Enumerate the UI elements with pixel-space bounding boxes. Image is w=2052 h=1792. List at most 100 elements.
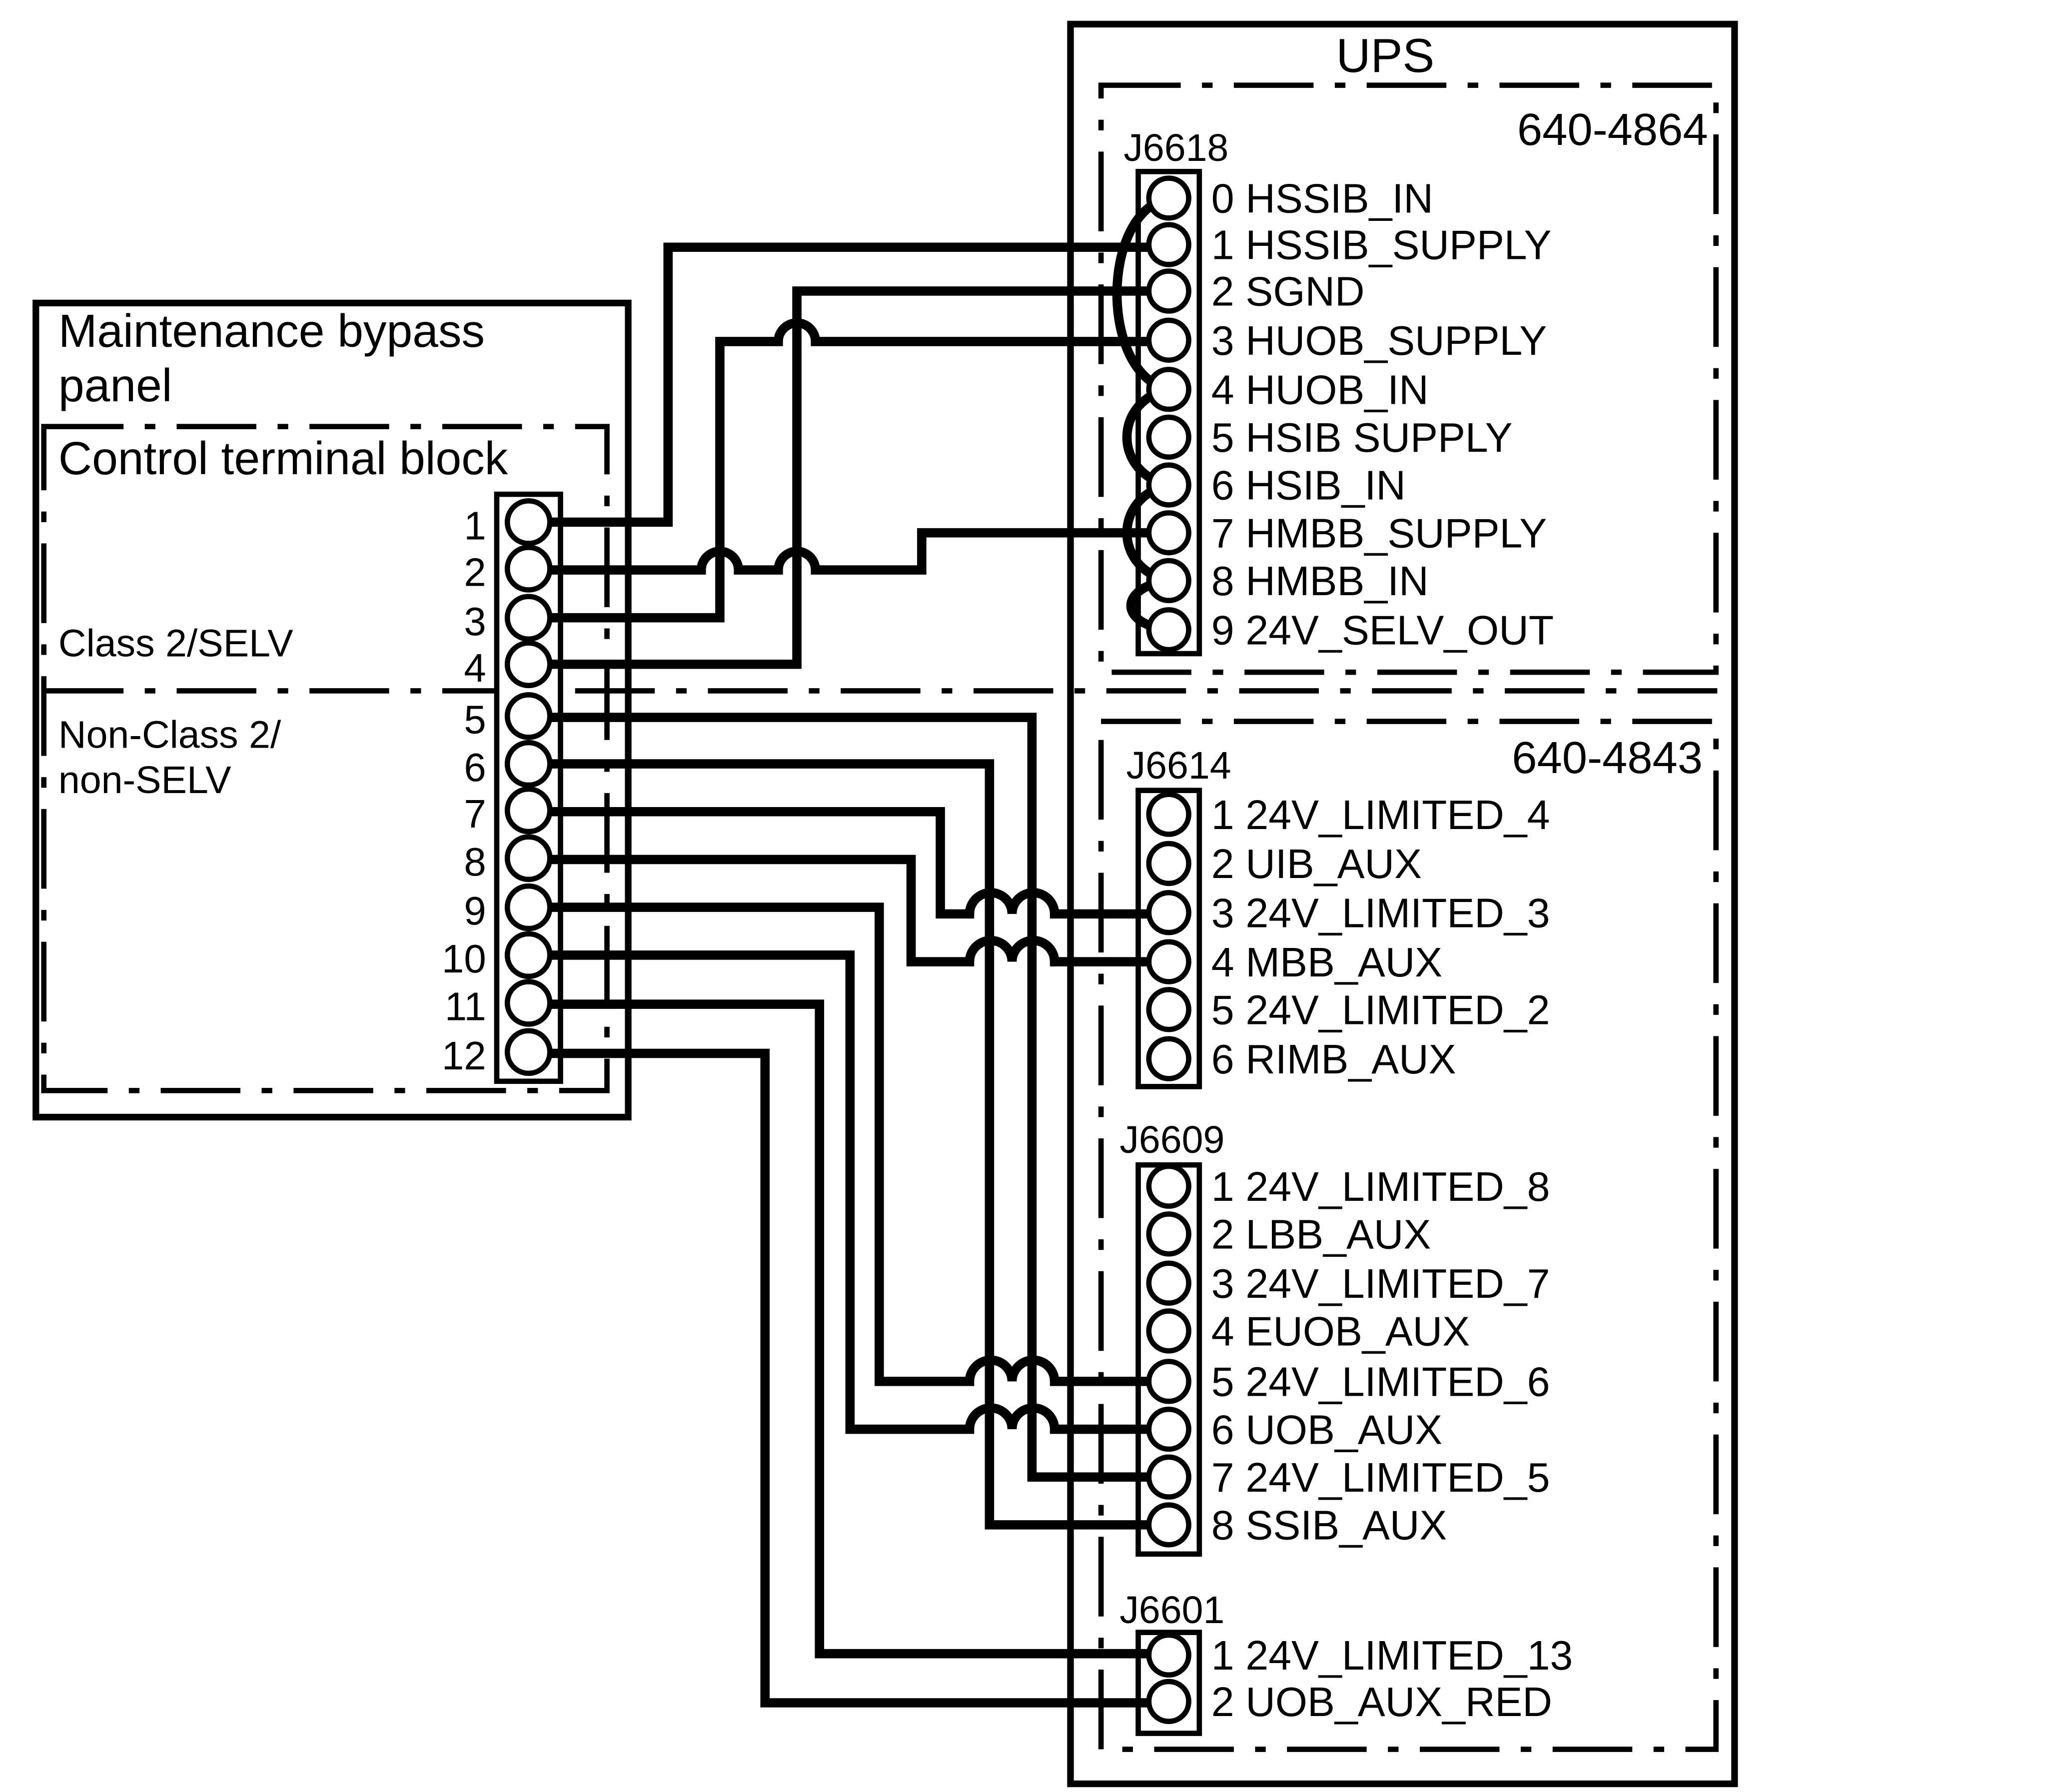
control-terminal-1 (504, 498, 553, 546)
wire-terminal-5-to-7-24v-limited-5 (528, 713, 1169, 1482)
j6614-pin-2-uib-aux (1146, 841, 1191, 887)
j6601-pin-1-24v-limited-13-label: 1 24V_LIMITED_13 (1211, 1633, 1573, 1679)
nonclass2-zone-label: Non-Class 2/ (58, 714, 281, 757)
control-terminal-1-label: 1 (464, 503, 486, 548)
board-640-4843-frame (1098, 719, 1719, 1752)
j6618-pin-4-huob-in-label: 4 HUOB_IN (1211, 367, 1429, 413)
control-terminal-9-label: 9 (464, 889, 486, 933)
j6609-pin-2-lbb-aux-label: 2 LBB_AUX (1211, 1212, 1431, 1258)
wire-terminal-12-to-2-uob-aux-red (528, 1048, 1169, 1708)
j6609-pin-3-24v-limited-7 (1146, 1260, 1191, 1306)
control-terminal-3 (504, 594, 553, 642)
control-terminal-11-label: 11 (445, 984, 486, 1028)
j6614-pin-1-24v-limited-4-label: 1 24V_LIMITED_4 (1211, 792, 1550, 838)
j6618-pin-8-hmbb-in-label: 8 HMBB_IN (1211, 558, 1429, 604)
j6601-pin-2-uob-aux-red-label: 2 UOB_AUX_RED (1211, 1679, 1552, 1725)
j6618-pin-2-sgnd (1146, 268, 1191, 314)
j6614-pin-6-rimb-aux (1146, 1036, 1191, 1081)
j6609-pin-1-24v-limited-8 (1146, 1163, 1191, 1209)
wire-terminal-9-to-5-24v-limited-6 (528, 902, 1169, 1386)
control-terminal-2 (504, 545, 553, 593)
j6618-pin-3-huob-supply-label: 3 HUOB_SUPPLY (1211, 318, 1547, 364)
j6609-pin-6-uob-aux-label: 6 UOB_AUX (1211, 1407, 1442, 1453)
control-terminal-8-label: 8 (464, 840, 486, 884)
j6618-pin-7-hmbb-supply-label: 7 HMBB_SUPPLY (1211, 510, 1547, 556)
j6609-pin-4-euob-aux (1146, 1308, 1191, 1354)
j6618-pin-0-hssib-in (1146, 175, 1191, 221)
j6618-pin-4-huob-in (1146, 366, 1191, 412)
j6618-pin-5-hsib-supply (1146, 414, 1191, 460)
control-terminal-6 (504, 740, 553, 788)
bypass-panel-title-2: panel (58, 359, 172, 411)
ups-title: UPS (1336, 29, 1435, 82)
j6609-pin-3-24v-limited-7-label: 3 24V_LIMITED_7 (1211, 1261, 1550, 1307)
control-terminal-2-label: 2 (464, 550, 486, 594)
j6614-pin-5-24v-limited-2 (1146, 987, 1191, 1032)
j6609-pin-8-ssib-aux (1146, 1502, 1191, 1548)
j6609-pin-4-euob-aux-label: 4 EUOB_AUX (1211, 1309, 1470, 1355)
j6618-pin-7-hmbb-supply (1146, 510, 1191, 556)
connector-j6614-label: J6614 (1126, 744, 1231, 787)
j6618-pin-1-hssib-supply (1146, 222, 1191, 267)
j6618-pin-6-hsib-in-label: 6 HSIB_IN (1211, 463, 1406, 509)
board-640-4864-frame (1098, 82, 1719, 675)
control-terminal-block-title: Control terminal block (58, 432, 508, 484)
wire-terminal-7-to-3-24v-limited-3 (528, 807, 1169, 919)
control-terminal-5 (504, 692, 553, 740)
control-terminal-10-label: 10 (442, 936, 486, 981)
j6614-pin-5-24v-limited-2-label: 5 24V_LIMITED_2 (1211, 987, 1550, 1033)
j6618-pin-8-hmbb-in (1146, 558, 1191, 603)
j6609-pin-8-ssib-aux-label: 8 SSIB_AUX (1211, 1503, 1447, 1549)
connector-j6618-label: J6618 (1123, 126, 1228, 169)
j6618-pin-3-huob-supply (1146, 317, 1191, 363)
control-terminal-12 (504, 1028, 553, 1076)
class2-zone-label: Class 2/SELV (58, 622, 293, 665)
connector-j6609-label: J6609 (1119, 1118, 1224, 1161)
j6618-pin-6-hsib-in (1146, 462, 1191, 508)
control-terminal-10 (504, 931, 553, 979)
bypass-panel-title: Maintenance bypass (58, 305, 485, 357)
j6609-pin-2-lbb-aux (1146, 1211, 1191, 1257)
control-terminal-12-label: 12 (442, 1033, 486, 1078)
board-640-4843-part-number: 640-4843 (1512, 733, 1703, 783)
jumper-0-hssib-in-to-4-huob-in (1112, 193, 1170, 394)
j6618-pin-2-sgnd-label: 2 SGND (1211, 269, 1365, 315)
j6609-pin-7-24v-limited-5-label: 7 24V_LIMITED_5 (1211, 1455, 1550, 1501)
control-terminal-8 (504, 834, 553, 883)
control-terminal-7-label: 7 (464, 792, 486, 836)
j6614-pin-4-mbb-aux (1146, 939, 1191, 984)
ups-box (1067, 20, 1738, 1788)
control-terminal-4 (504, 640, 553, 689)
j6618-pin-5-hsib-supply-label: 5 HSIB SUPPLY (1211, 415, 1513, 461)
j6601-pin-2-uob-aux-red (1146, 1679, 1191, 1725)
control-terminal-3-label: 3 (464, 599, 486, 644)
wire-terminal-6-to-8-ssib-aux (528, 759, 1169, 1530)
j6609-pin-6-uob-aux (1146, 1406, 1191, 1452)
j6609-pin-7-24v-limited-5 (1146, 1454, 1191, 1500)
j6609-pin-1-24v-limited-8-label: 1 24V_LIMITED_8 (1211, 1164, 1550, 1210)
j6614-pin-6-rimb-aux-label: 6 RIMB_AUX (1211, 1036, 1456, 1082)
wire-terminal-1-to-1-hssib-supply (528, 242, 1169, 527)
bypass-panel-box (32, 299, 632, 1121)
connector-j6601-label: J6601 (1119, 1589, 1224, 1632)
control-terminal-9 (504, 883, 553, 931)
wire-terminal-4-to-2-sgnd (528, 286, 1169, 669)
j6618-pin-9-24v-selv-out (1146, 607, 1191, 653)
j6618-pin-0-hssib-in-label: 0 HSSIB_IN (1211, 176, 1433, 222)
wire-terminal-2-to-7-hmbb-supply (528, 528, 1169, 575)
j6618-pin-1-hssib-supply-label: 1 HSSIB_SUPPLY (1211, 222, 1552, 268)
j6618-pin-9-24v-selv-out-label: 9 24V_SELV_OUT (1211, 607, 1554, 653)
j6601-pin-1-24v-limited-13 (1146, 1632, 1191, 1678)
wire-terminal-10-to-6-uob-aux (528, 950, 1169, 1434)
j6614-pin-1-24v-limited-4 (1146, 792, 1191, 837)
j6614-pin-4-mbb-aux-label: 4 MBB_AUX (1211, 939, 1442, 985)
wire-terminal-11-to-1-24v-limited-13 (528, 999, 1169, 1659)
j6609-pin-5-24v-limited-6-label: 5 24V_LIMITED_6 (1211, 1359, 1550, 1405)
control-terminal-5-label: 5 (464, 697, 486, 742)
j6614-pin-3-24v-limited-3 (1146, 890, 1191, 935)
j6614-pin-2-uib-aux-label: 2 UIB_AUX (1211, 841, 1422, 887)
control-terminal-11 (504, 979, 553, 1027)
control-terminal-block-frame (41, 424, 610, 1093)
wires (528, 242, 1169, 1708)
